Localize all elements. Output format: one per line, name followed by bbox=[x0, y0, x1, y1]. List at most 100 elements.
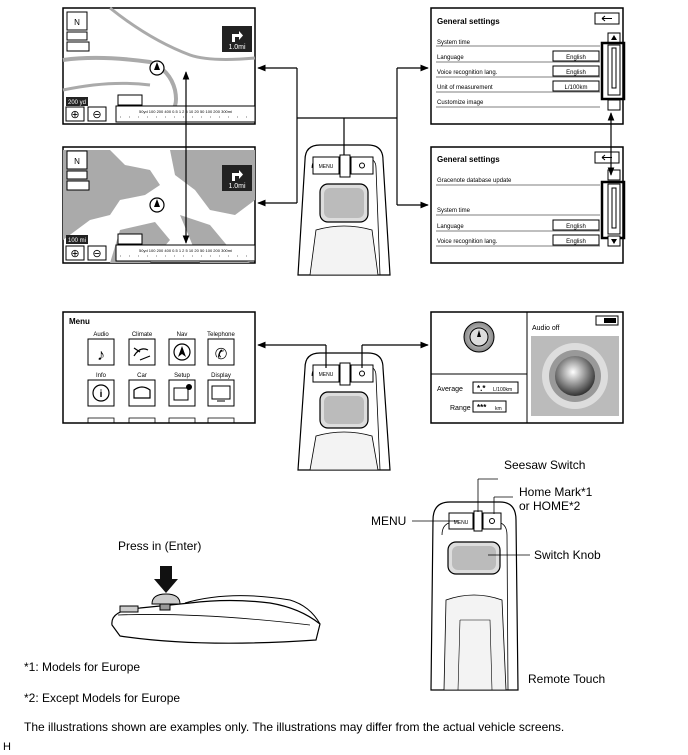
remote-touch-large: MENU bbox=[430, 501, 519, 691]
switch-knob-label: Switch Knob bbox=[534, 548, 601, 562]
zoom-out-button[interactable] bbox=[87, 245, 107, 261]
gs2-row-value[interactable]: English bbox=[566, 239, 586, 245]
home-icon bbox=[359, 370, 365, 377]
menu-item-label: Telephone bbox=[207, 332, 235, 338]
zoom-in-button[interactable] bbox=[65, 106, 85, 122]
seesaw-switch[interactable] bbox=[473, 510, 483, 532]
map-bottom-scale: 100 mi bbox=[68, 238, 86, 244]
average-value: *.* bbox=[477, 384, 486, 393]
svg-text:⊖: ⊖ bbox=[92, 248, 101, 260]
zoom-out-button[interactable] bbox=[87, 106, 107, 122]
home-icon bbox=[489, 518, 495, 524]
svg-text:⊕: ⊕ bbox=[70, 248, 79, 260]
menu-button-label: MENU bbox=[319, 372, 334, 378]
home-button[interactable] bbox=[482, 512, 502, 530]
remote-touch-label: Remote Touch bbox=[528, 672, 606, 686]
seesaw-switch-label: Seesaw Switch bbox=[504, 458, 586, 472]
svg-text:⊖: ⊖ bbox=[92, 109, 101, 121]
display-icon bbox=[211, 385, 231, 400]
gs1-row-value[interactable]: L/100km bbox=[564, 85, 587, 91]
menu-item-audio[interactable] bbox=[87, 338, 115, 366]
svg-text:⊕: ⊕ bbox=[70, 109, 79, 121]
corner-mark: H bbox=[3, 741, 11, 753]
gs1-row-value[interactable]: English bbox=[566, 55, 586, 61]
map-screen-bottom: N 1.0mi 100 mi ⊕ ⊖ 50yd 100 200 400 0.5 … bbox=[62, 146, 256, 264]
footnote-1: *1: Models for Europe bbox=[24, 660, 141, 674]
press-in-label: Press in (Enter) bbox=[118, 539, 202, 553]
gs1-row-label[interactable]: System time bbox=[437, 40, 471, 46]
route-icon[interactable] bbox=[66, 31, 88, 41]
menu-item-label: Climate bbox=[132, 332, 153, 338]
gs1-row-label[interactable]: Language bbox=[437, 55, 464, 61]
gs2-row-label[interactable]: Language bbox=[437, 224, 464, 230]
scroll-up-button[interactable] bbox=[607, 169, 621, 181]
map-mode-icon[interactable] bbox=[117, 233, 143, 245]
gs1-row-label[interactable]: Voice recognition lang. bbox=[437, 70, 498, 76]
gs1-row-label[interactable]: Customize image bbox=[437, 100, 484, 106]
menu-item-climate[interactable] bbox=[128, 338, 156, 366]
setup-icon bbox=[173, 387, 189, 401]
seesaw-switch[interactable] bbox=[339, 362, 351, 386]
menu-item-label: Audio bbox=[93, 332, 109, 338]
remote-touch-top: MENU bbox=[297, 144, 391, 276]
general-settings-screen-1: General settings System time Language En… bbox=[430, 7, 626, 125]
menu-item-setup[interactable] bbox=[168, 379, 196, 407]
range-label: Range bbox=[450, 405, 471, 412]
gs2-row-label[interactable]: Gracenote database update bbox=[437, 178, 512, 184]
info-icon bbox=[92, 384, 110, 402]
menu-item-label: Car bbox=[137, 373, 147, 379]
remote-touch-middle: MENU bbox=[297, 352, 391, 471]
car-icon bbox=[133, 386, 151, 399]
menu-item-label: Info bbox=[96, 373, 107, 379]
menu-item-label: Nav bbox=[177, 332, 188, 338]
scroll-down-button[interactable] bbox=[607, 99, 621, 111]
climate-icon bbox=[133, 347, 151, 361]
svg-text:N: N bbox=[74, 157, 80, 166]
seesaw-switch[interactable] bbox=[339, 154, 351, 178]
home-button[interactable] bbox=[350, 156, 374, 175]
turn-right-icon bbox=[232, 170, 243, 181]
menu-callout-label: MENU bbox=[371, 514, 407, 528]
general-settings-screen-2: General settings Gracenote database upda… bbox=[430, 146, 626, 264]
map-top-distance: 1.0mi bbox=[228, 44, 246, 51]
home-icon bbox=[359, 162, 365, 169]
press-arrow-icon bbox=[154, 566, 178, 593]
gs2-row-value[interactable]: English bbox=[566, 224, 586, 230]
map-screen-top: N 1.0mi 200 yd ⊕ ⊖ 50yd 100 200 400 0.5 … bbox=[62, 6, 256, 125]
menu-item-telephone[interactable] bbox=[207, 338, 235, 366]
menu-button[interactable] bbox=[312, 156, 340, 175]
gs1-row-value[interactable]: English bbox=[566, 70, 586, 76]
average-label: Average bbox=[437, 386, 463, 393]
phone-icon: ✆ bbox=[215, 346, 228, 363]
home-label: or HOME*2 bbox=[519, 499, 581, 513]
zoom-in-button[interactable] bbox=[65, 245, 85, 261]
poi-icon[interactable] bbox=[66, 180, 90, 191]
menu-screen: Menu Audio ♪ Climate Nav Telephone ✆ Inf… bbox=[62, 311, 256, 424]
gs2-row-label[interactable]: System time bbox=[437, 208, 471, 214]
svg-text:i: i bbox=[100, 389, 103, 400]
range-value: *** bbox=[477, 403, 487, 412]
map-mode-icon[interactable] bbox=[117, 94, 143, 106]
back-arrow-icon bbox=[601, 15, 612, 22]
music-note-icon: ♪ bbox=[97, 347, 105, 364]
map-bottom-distance: 1.0mi bbox=[228, 183, 246, 190]
compass-icon[interactable] bbox=[66, 150, 88, 170]
menu-button-label: MENU bbox=[319, 164, 334, 170]
poi-icon[interactable] bbox=[66, 41, 90, 52]
menu-button-label: MENU bbox=[454, 520, 469, 526]
range-unit: km bbox=[495, 406, 502, 412]
switch-knob[interactable] bbox=[151, 593, 181, 605]
remote-side-view bbox=[111, 566, 321, 644]
disclaimer: The illustrations shown are examples onl… bbox=[24, 720, 565, 734]
turn-right-icon bbox=[232, 31, 243, 42]
home-mark-label: Home Mark*1 bbox=[519, 485, 593, 499]
gs1-row-label[interactable]: Unit of measurement bbox=[437, 85, 493, 91]
menu-title: Menu bbox=[69, 317, 90, 326]
route-icon[interactable] bbox=[66, 170, 88, 180]
compass-icon[interactable] bbox=[66, 11, 88, 31]
menu-item-label: Setup bbox=[174, 373, 190, 379]
gs2-row-label[interactable]: Voice recognition lang. bbox=[437, 239, 498, 245]
map-top-scale: 200 yd bbox=[68, 100, 86, 106]
average-unit: L/100km bbox=[493, 387, 512, 393]
scale-bar[interactable] bbox=[115, 244, 256, 262]
